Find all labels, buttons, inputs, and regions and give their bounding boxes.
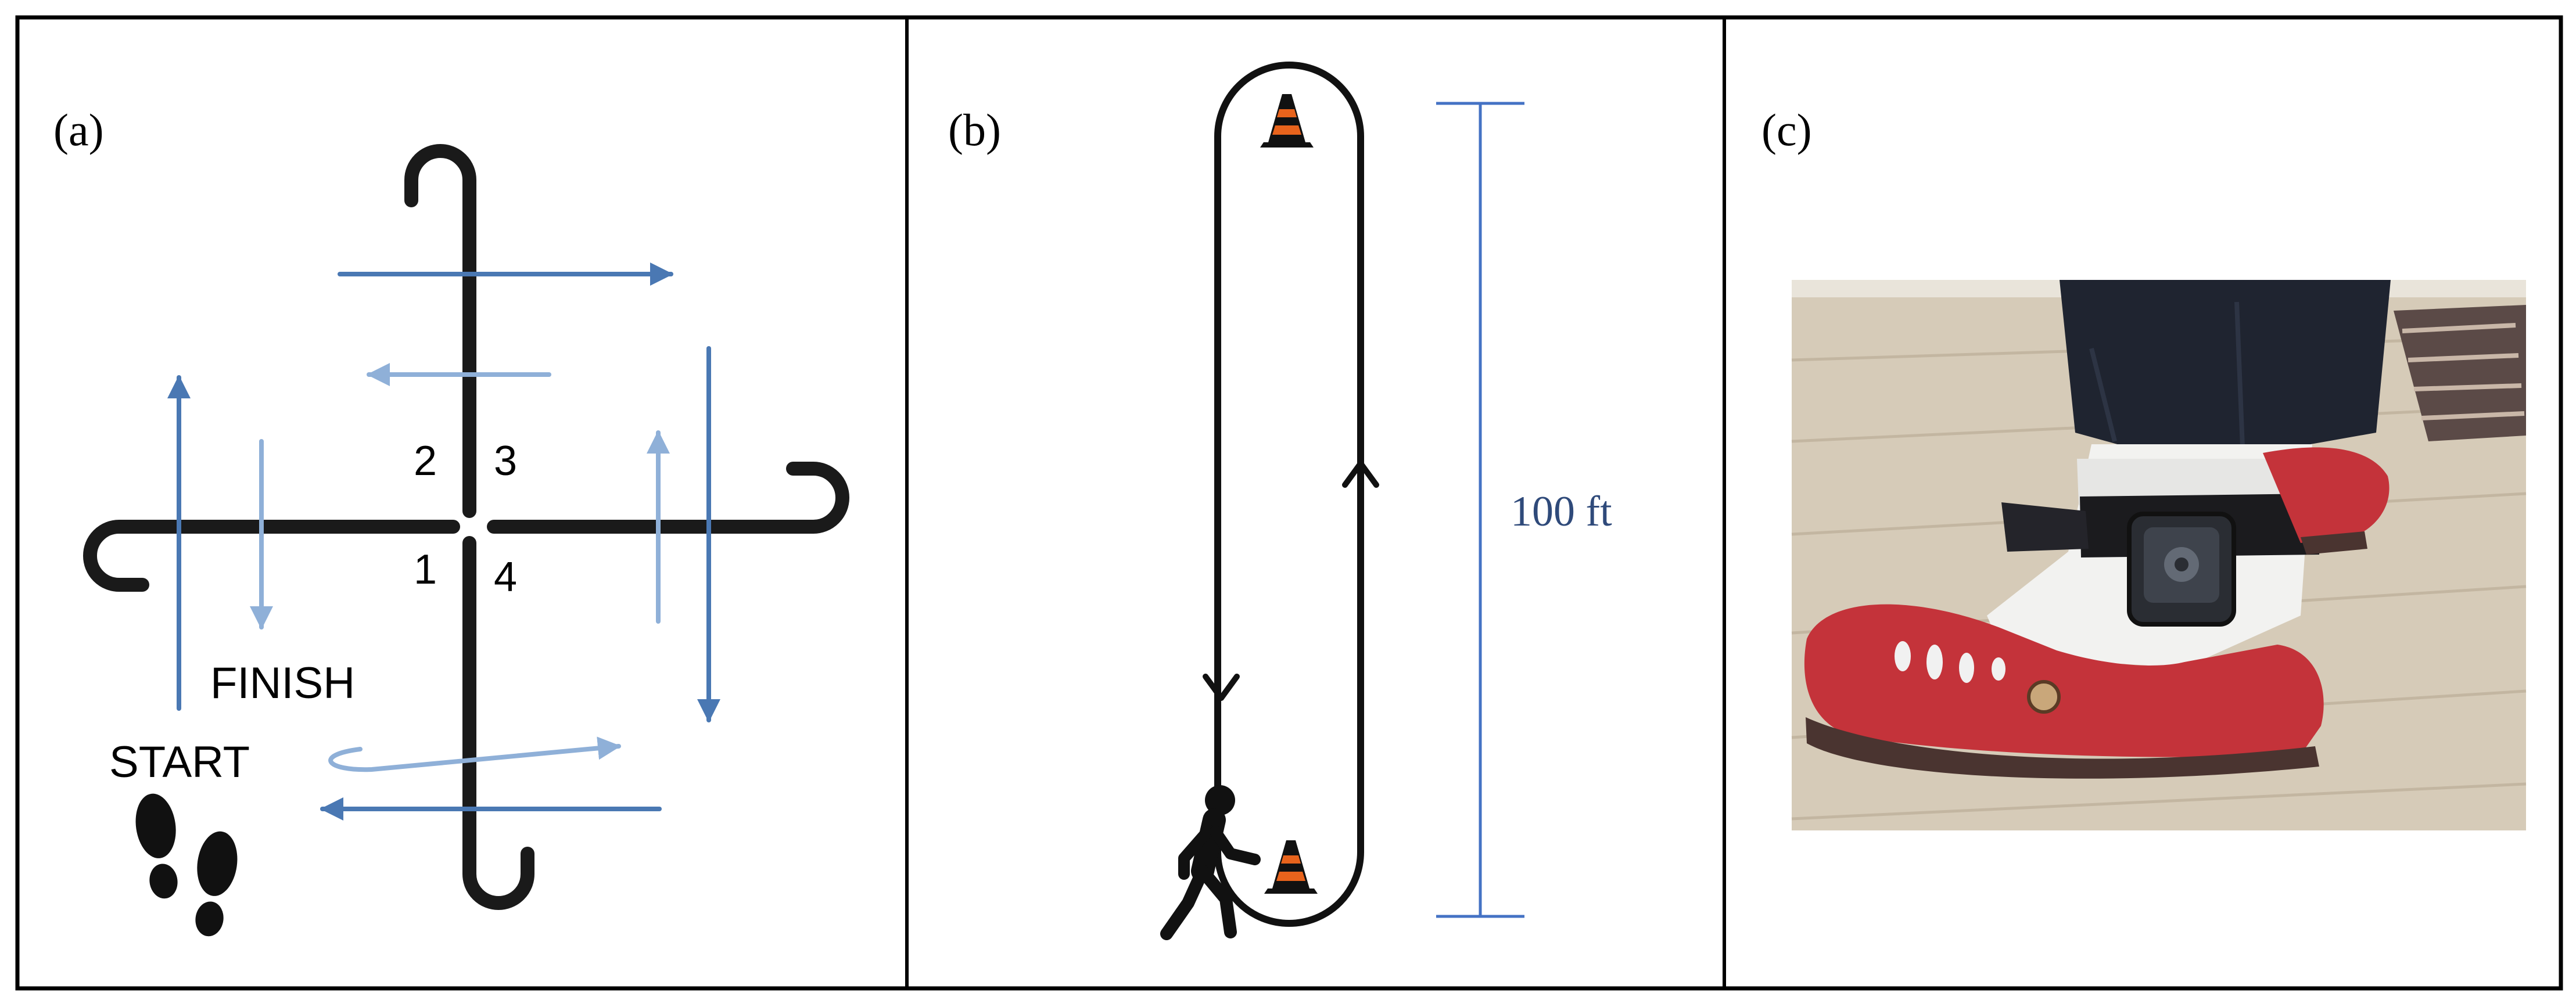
panel-b: (b) 100 ft [948,62,1633,940]
path-arrows [167,262,720,821]
panel-c-label: (c) [1761,105,1812,155]
walking-person-icon [1160,785,1261,940]
direction-down-chevron [1203,674,1240,701]
direction-up-chevron [1342,461,1379,488]
panel-c: (c) [1761,105,2527,830]
arrow-curve-bottom-inner [328,736,621,772]
finish-label: FINISH [210,659,355,708]
cane-number-4: 4 [494,554,517,600]
cane-number-1: 1 [414,546,437,593]
figure-frame [15,15,2563,991]
start-label: START [109,738,250,787]
traffic-cone-icon [1264,840,1318,894]
panel-a: (a) 2 3 1 4 [53,105,849,937]
cane-number-2: 2 [414,438,437,484]
distance-label: 100 ft [1511,488,1612,535]
ankle-worn-sensor-photo [1791,280,2527,830]
distance-label-bg [1505,476,1633,540]
walking-cane-icon [487,462,849,534]
walking-loop-track [1214,62,1364,927]
panel-a-label: (a) [53,105,104,155]
cane-number-3: 3 [494,438,517,484]
walking-cane-icon [404,144,476,518]
footprints-icon [135,793,238,937]
distance-marker [1436,102,1524,918]
walking-cane-icon [83,520,460,592]
traffic-cone-icon [1260,94,1314,148]
panel-b-label: (b) [948,105,1001,155]
walking-cane-icon [462,536,534,910]
